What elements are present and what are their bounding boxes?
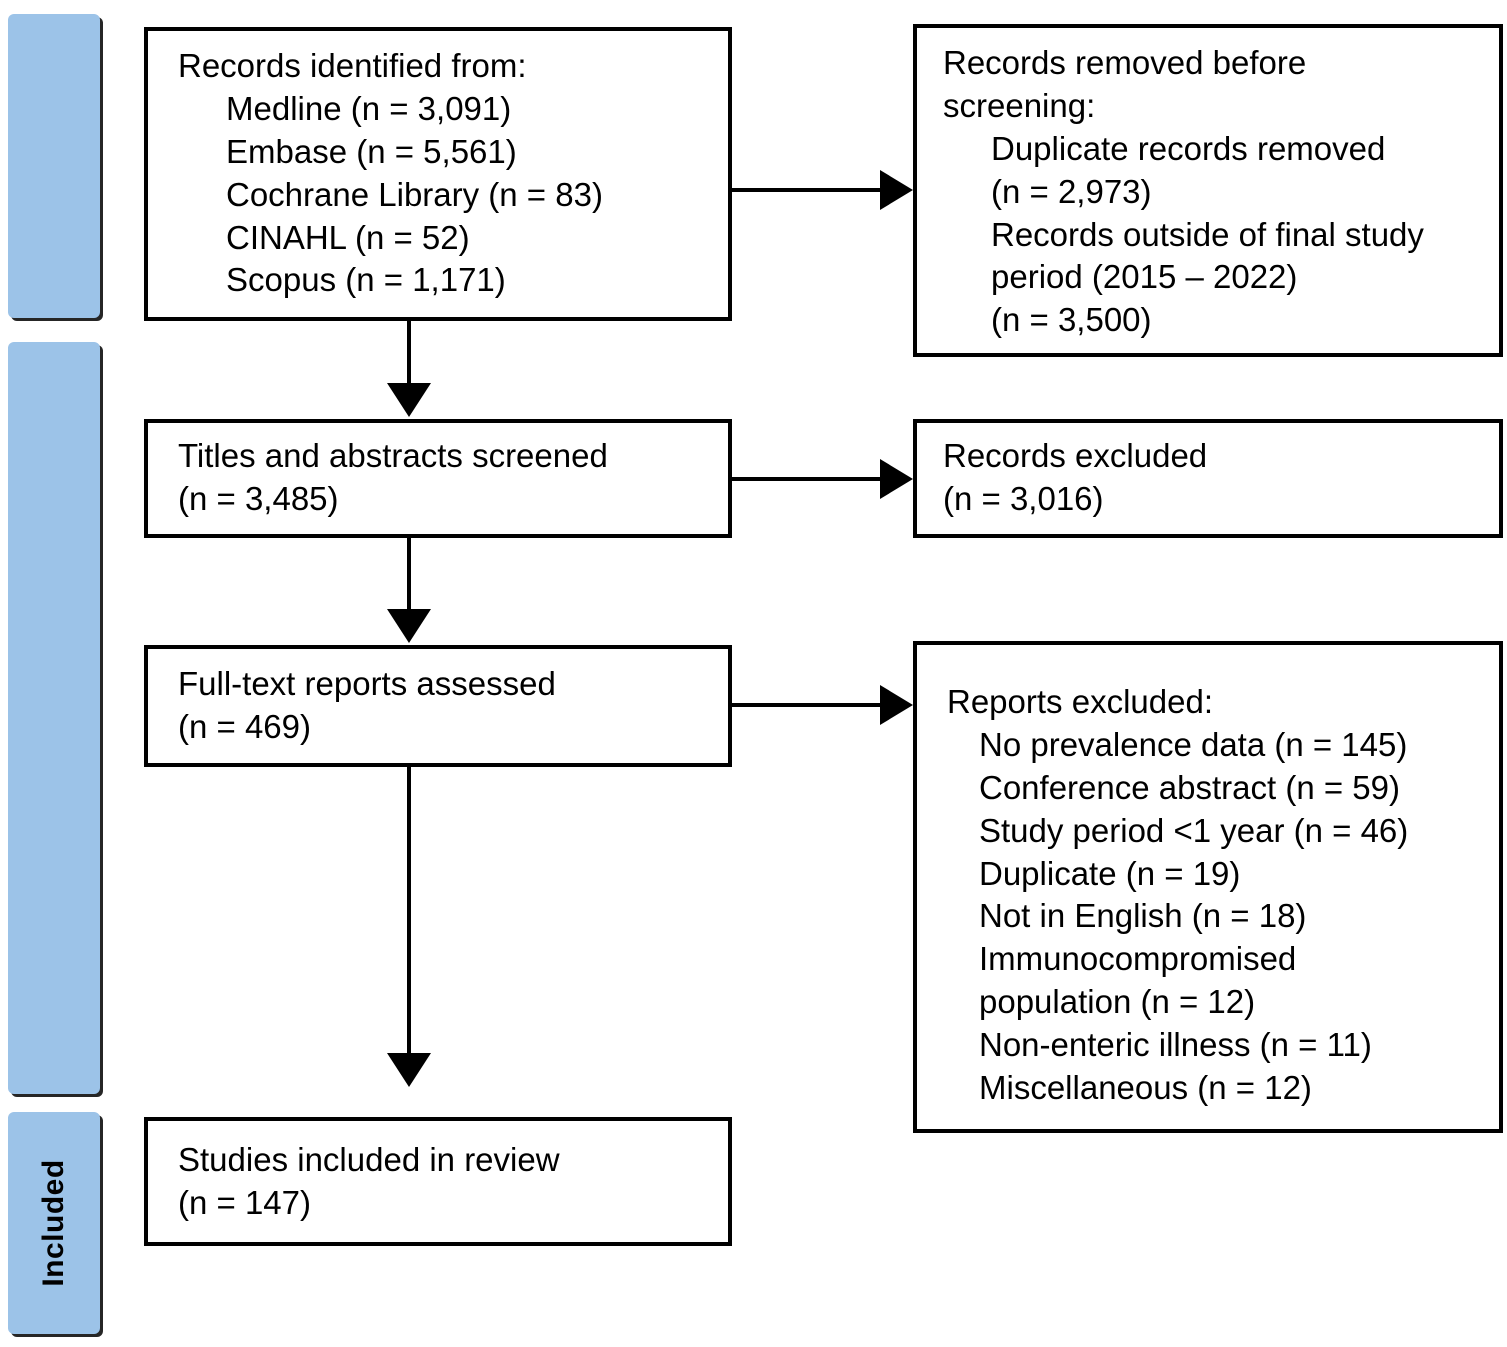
arrowhead-screened-to-fulltext xyxy=(387,609,431,643)
reports-excluded-line-4: Duplicate (n = 19) xyxy=(979,854,1241,892)
records-removed-line-4: Records outside of final study xyxy=(991,215,1424,253)
fulltext-assessed-line-1: (n = 469) xyxy=(178,707,311,745)
box-reports-excluded: Reports excluded: No prevalence data (n … xyxy=(913,641,1503,1133)
reports-excluded-line-9: Miscellaneous (n = 12) xyxy=(979,1069,1312,1107)
included-studies-line-1: (n = 147) xyxy=(178,1183,311,1221)
arrowhead-screened-to-records-excluded xyxy=(880,459,913,499)
reports-excluded-line-7: population (n = 12) xyxy=(979,983,1256,1021)
box-records-excluded: Records excluded (n = 3,016) xyxy=(913,419,1503,538)
phase-bar-included-label: Included xyxy=(37,1159,70,1287)
records-removed-line-2: Duplicate records removed xyxy=(991,129,1386,167)
arrowhead-identified-to-screened xyxy=(387,383,431,417)
reports-excluded-line-0: Reports excluded: xyxy=(947,683,1213,720)
titles-screened-line-0: Titles and abstracts screened xyxy=(178,437,608,474)
arrowhead-fulltext-to-included xyxy=(387,1053,431,1087)
reports-excluded-line-3: Study period <1 year (n = 46) xyxy=(979,811,1409,849)
records-removed-line-6: (n = 3,500) xyxy=(991,301,1152,339)
fulltext-assessed-line-0: Full-text reports assessed xyxy=(178,665,556,702)
box-records-removed-before-screening: Records removed before screening: Duplic… xyxy=(913,24,1503,357)
records-identified-line-3: Cochrane Library (n = 83) xyxy=(226,175,603,213)
titles-screened-line-1: (n = 3,485) xyxy=(178,479,339,517)
box-records-identified: Records identified from: Medline (n = 3,… xyxy=(144,27,732,321)
records-excluded-line-0: Records excluded xyxy=(943,437,1208,474)
arrowhead-identified-to-removed xyxy=(880,170,913,210)
included-studies-line-0: Studies included in review xyxy=(178,1141,560,1178)
reports-excluded-line-1: No prevalence data (n = 145) xyxy=(979,725,1408,763)
records-excluded-line-1: (n = 3,016) xyxy=(943,479,1104,517)
records-identified-line-0: Records identified from: xyxy=(178,47,527,84)
phase-bar-identification xyxy=(8,14,100,318)
records-removed-line-1: screening: xyxy=(943,86,1096,124)
box-full-text-reports-assessed: Full-text reports assessed (n = 469) xyxy=(144,645,732,767)
box-titles-abstracts-screened: Titles and abstracts screened (n = 3,485… xyxy=(144,419,732,538)
records-identified-line-4: CINAHL (n = 52) xyxy=(226,218,470,256)
phase-bar-screening xyxy=(8,342,100,1094)
connector-screened-to-fulltext xyxy=(407,538,411,611)
records-removed-line-0: Records removed before xyxy=(943,44,1307,81)
records-identified-line-5: Scopus (n = 1,171) xyxy=(226,261,506,299)
records-identified-line-2: Embase (n = 5,561) xyxy=(226,132,517,170)
records-removed-line-3: (n = 2,973) xyxy=(991,172,1152,210)
reports-excluded-line-2: Conference abstract (n = 59) xyxy=(979,768,1400,806)
connector-fulltext-to-reports-excluded xyxy=(732,703,882,707)
arrowhead-fulltext-to-reports-excluded xyxy=(880,685,913,725)
reports-excluded-line-6: Immunocompromised xyxy=(979,940,1297,978)
reports-excluded-line-8: Non-enteric illness (n = 11) xyxy=(979,1026,1372,1064)
connector-identified-to-screened xyxy=(407,321,411,385)
phase-bar-included: Included xyxy=(8,1112,100,1334)
connector-fulltext-to-included xyxy=(407,767,411,1057)
box-studies-included-in-review: Studies included in review (n = 147) xyxy=(144,1117,732,1246)
records-identified-line-1: Medline (n = 3,091) xyxy=(226,89,512,127)
records-removed-line-5: period (2015 – 2022) xyxy=(991,258,1298,296)
connector-identified-to-removed xyxy=(732,188,882,192)
connector-screened-to-records-excluded xyxy=(732,477,882,481)
reports-excluded-line-5: Not in English (n = 18) xyxy=(979,897,1307,935)
